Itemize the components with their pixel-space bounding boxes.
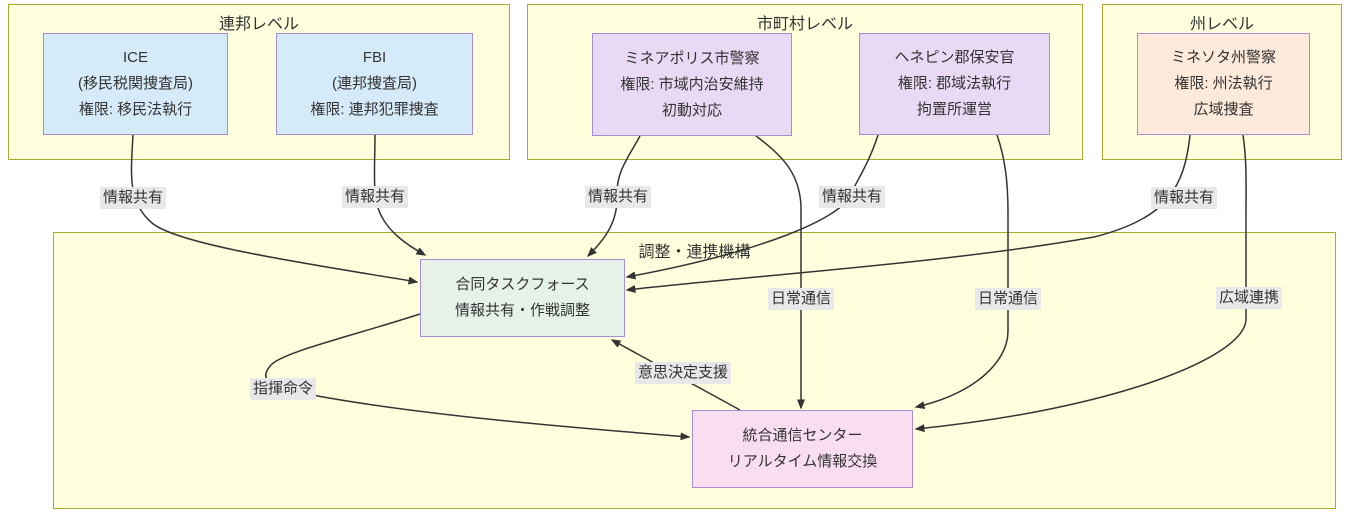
node-mpd-line1: ミネアポリス市警察 <box>624 49 760 67</box>
node-mpd-line2: 権限: 市域内治安維持 <box>620 75 764 93</box>
node-fbi-line1: FBI <box>362 49 387 66</box>
node-fbi-line2: (連邦捜査局) <box>332 75 417 92</box>
edge-statepolice-to-commcenter <box>914 134 1247 433</box>
edge-label-decision-support: 意思決定支援 <box>634 362 732 384</box>
node-minnesota-state-police: ミネソタ州警察 権限: 州法執行 広域捜査 <box>1137 33 1310 135</box>
edge-sheriff-to-taskforce <box>625 134 879 280</box>
node-msp-line1: ミネソタ州警察 <box>1170 49 1276 66</box>
group-coordination-title: 調整・連携機構 <box>638 244 751 261</box>
node-mpd-line3: 初動対応 <box>661 101 722 119</box>
edge-fbi-to-taskforce <box>373 134 427 256</box>
node-jtf-line2: 情報共有・作戦調整 <box>454 302 590 319</box>
edge-sheriff-to-commcenter <box>914 134 1009 410</box>
edge-label-sheriff-daily-comms: 日常通信 <box>974 288 1042 310</box>
node-ice-line3: 権限: 移民法執行 <box>78 101 193 118</box>
node-msp-line2: 権限: 州法執行 <box>1174 75 1273 92</box>
edge-label-wide-area-cooperation: 広域連携 <box>1215 287 1283 309</box>
node-sheriff-line1: ヘネピン郡保安官 <box>894 49 1015 66</box>
node-fbi: FBI (連邦捜査局) 権限: 連邦犯罪捜査 <box>276 33 473 135</box>
node-cc-line2: リアルタイム情報交換 <box>727 453 878 470</box>
edge-label-mpd-info-sharing: 情報共有 <box>584 186 652 208</box>
node-fbi-line3: 権限: 連邦犯罪捜査 <box>310 101 439 118</box>
group-federal-title: 連邦レベル <box>218 16 299 33</box>
edge-label-ice-info-sharing: 情報共有 <box>99 187 167 209</box>
group-municipal-title: 市町村レベル <box>756 16 853 33</box>
node-ice-line2: (移民税関捜査局) <box>78 75 193 92</box>
node-ice-line1: ICE <box>122 49 148 66</box>
edge-mpd-to-commcenter <box>755 135 805 410</box>
node-ice: ICE (移民税関捜査局) 権限: 移民法執行 <box>43 33 228 135</box>
edge-label-sheriff-info-sharing: 情報共有 <box>818 186 886 208</box>
edge-ice-to-taskforce <box>130 134 419 285</box>
node-cc-line1: 統合通信センター <box>742 427 863 444</box>
edge-statepolice-to-taskforce <box>625 134 1191 293</box>
node-sheriff-line3: 拘置所運営 <box>916 101 992 118</box>
node-sheriff-line2: 権限: 郡域法執行 <box>897 75 1012 92</box>
group-state-title: 州レベル <box>1189 16 1254 33</box>
node-comm-center: 統合通信センター リアルタイム情報交換 <box>692 410 913 488</box>
node-jtf-line1: 合同タスクフォース <box>455 276 590 293</box>
node-joint-task-force: 合同タスクフォース 情報共有・作戦調整 <box>420 259 625 337</box>
edge-label-statepolice-info-sharing: 情報共有 <box>1150 187 1218 209</box>
node-minneapolis-police: ミネアポリス市警察 権限: 市域内治安維持 初動対応 <box>592 33 792 136</box>
edge-label-mpd-daily-comms: 日常通信 <box>767 288 835 310</box>
node-hennepin-sheriff: ヘネピン郡保安官 権限: 郡域法執行 拘置所運営 <box>859 33 1050 135</box>
node-msp-line3: 広域捜査 <box>1193 101 1254 118</box>
edge-label-fbi-info-sharing: 情報共有 <box>341 186 409 208</box>
edge-label-command-orders: 指揮命令 <box>249 378 317 400</box>
